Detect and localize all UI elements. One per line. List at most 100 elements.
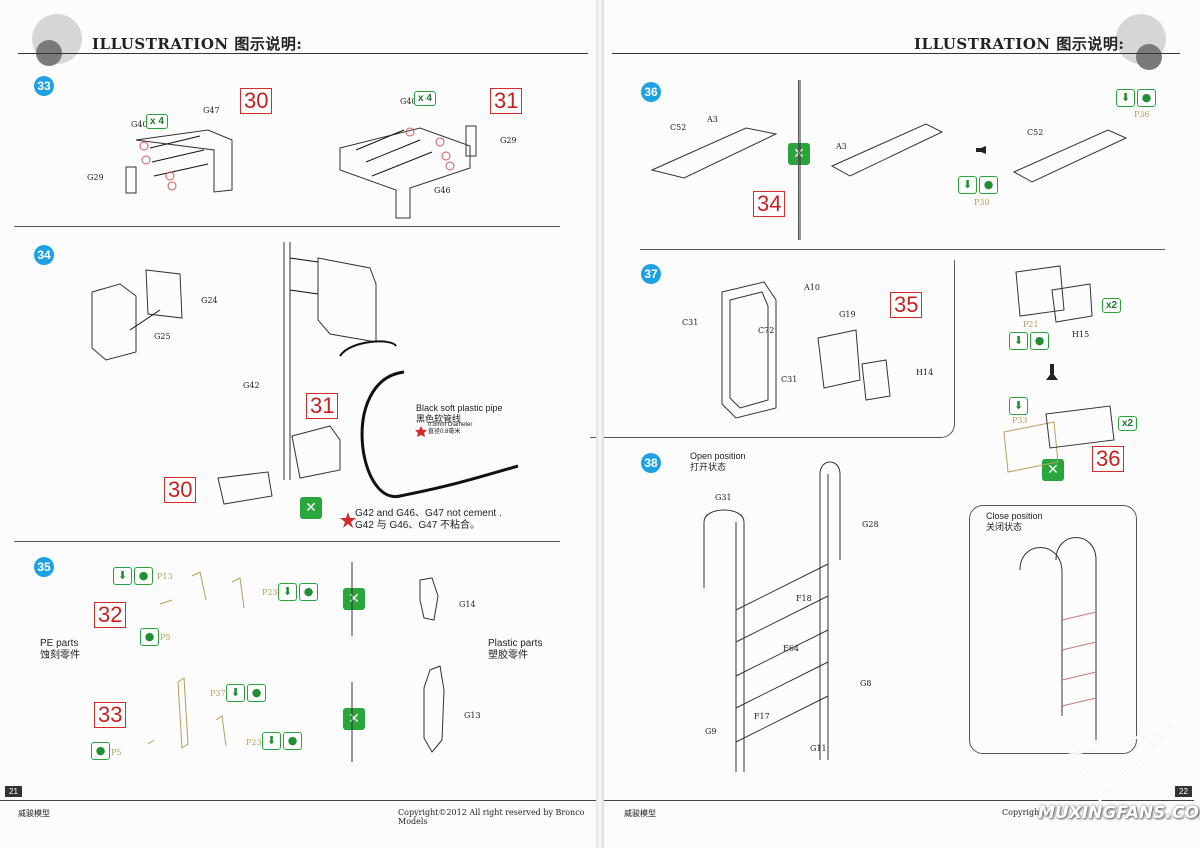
part-label: G40 [400,97,417,106]
pe-part-label: P37 [210,689,226,698]
part-label: G46 [434,186,451,195]
step-number-34: 34 [34,245,54,265]
header-title-en: ILLUSTRATION [92,35,229,53]
drop-icon: ● [299,583,318,601]
no-cement-icon: ✕ [343,708,365,730]
glue-bottle-icon: ⬇ [262,732,281,750]
section-divider [14,226,560,227]
section-divider [14,541,560,542]
glue-bottle-icon: ⬇ [113,567,132,585]
pe-part-label: P5 [160,633,171,642]
part-label: G8 [860,679,872,688]
part-label: C31 [682,318,699,327]
step-37-frame [590,260,955,438]
part-label: F17 [754,712,770,721]
part-label: E64 [783,644,800,653]
part-label: G28 [862,520,879,529]
ref-box-31: 31 [490,88,523,114]
part-label: G31 [715,493,732,502]
part-label: G13 [464,711,481,720]
quantity-badge: x 4 [414,91,436,106]
brand-name: 威骏模型 [624,809,656,818]
glue-bottle-icon: ⬇ [1116,89,1135,107]
brand-name: 威骏模型 [18,809,50,818]
glue-bottle-icon: ⬇ [1009,397,1028,415]
page-header: ILLUSTRATION 图示说明: [92,33,302,54]
part-label: A3 [707,115,718,124]
part-label: G24 [201,296,218,305]
section-divider [640,249,1165,250]
part-label: C31 [781,375,798,384]
pe-parts-label: PE parts 蚀刻零件 [40,638,80,662]
drop-icon: ● [140,628,159,646]
part-label: C52 [1027,128,1044,137]
pe-part-label: P30 [974,198,990,207]
pe-part-label: P36 [1134,110,1150,119]
glue-bottle-icon: ⬇ [278,583,297,601]
open-position-cn: 打开状态 [690,462,727,472]
header-title-cn: 图示说明: [234,35,303,53]
drop-icon: ● [979,176,998,194]
part-label: G25 [154,332,171,341]
page-number: 22 [1175,786,1192,797]
pe-part-label: P23 [246,738,262,747]
quantity-badge: x2 [1118,416,1138,431]
plastic-parts-label: Plastic parts 塑胶零件 [488,638,542,662]
drop-icon: ● [283,732,302,750]
no-cement-icon: ✕ [300,497,322,519]
drop-icon: ● [1030,332,1049,350]
close-position-label: Close position 关闭状态 [986,511,1043,533]
cement-note: G42 and G46、G47 not cement . G42 与 G46、G… [355,508,502,532]
part-label: G9 [705,727,717,736]
right-page: ILLUSTRATION 图示说明: 36 C52 A3 34 ✕ A3 C52… [590,0,1200,848]
cement-note-en: G42 and G46、G47 not cement . [355,508,502,519]
step-number-37: 37 [641,264,661,284]
step-number-33: 33 [34,76,54,96]
close-position-panel [969,505,1137,754]
pe-part-label: P21 [1023,320,1039,329]
page-header: ILLUSTRATION 图示说明: [914,33,1124,54]
no-cement-icon: ✕ [788,143,810,165]
pe-part-label: P23 [262,588,278,597]
pipe-note-en: Black soft plastic pipe [416,403,503,413]
glue-bottle-icon: ⬇ [958,176,977,194]
drop-icon: ● [134,567,153,585]
glue-bottle-icon: ⬇ [1009,332,1028,350]
section-divider-vertical [798,80,799,240]
part-label: C52 [670,123,687,132]
part-label: G40 [131,120,148,129]
close-position-cn: 关闭状态 [986,522,1023,532]
decor-circle-dark [1136,44,1162,70]
pe-parts-cn: 蚀刻零件 [40,650,80,661]
header-rule [18,53,588,54]
header-title-cn: 图示说明: [1056,35,1125,53]
drop-icon: ● [247,684,266,702]
footer-rule [604,800,1194,801]
book-spine [596,0,604,848]
part-label: H15 [1072,330,1090,339]
header-title-en: ILLUSTRATION [914,35,1051,53]
copyright: Copyright©2012 All right reserved by Bro… [398,808,585,826]
close-position-en: Close position [986,511,1043,521]
drop-icon: ● [91,742,110,760]
plastic-parts-cn: 塑胶零件 [488,650,528,661]
ref-box-33: 33 [94,702,127,728]
no-cement-icon: ✕ [1042,459,1064,481]
part-label: G11 [810,744,827,753]
open-position-label: Open position 打开状态 [690,451,746,473]
ref-box-32: 32 [94,602,127,628]
copyright: Copyright [1002,808,1043,817]
part-label: G42 [243,381,260,390]
part-label: H14 [916,368,934,377]
pe-part-label: P33 [1012,416,1028,425]
pe-part-label: P13 [157,572,173,581]
footer-rule [0,800,598,801]
ref-box-34: 34 [753,191,786,217]
step-number-36: 36 [641,82,661,102]
diameter-note-en: 0.8mm Diameter [428,422,473,428]
pe-part-label: P5 [111,748,122,757]
quantity-badge: x 4 [146,114,168,129]
part-label: G29 [500,136,517,145]
drop-icon: ● [1137,89,1156,107]
